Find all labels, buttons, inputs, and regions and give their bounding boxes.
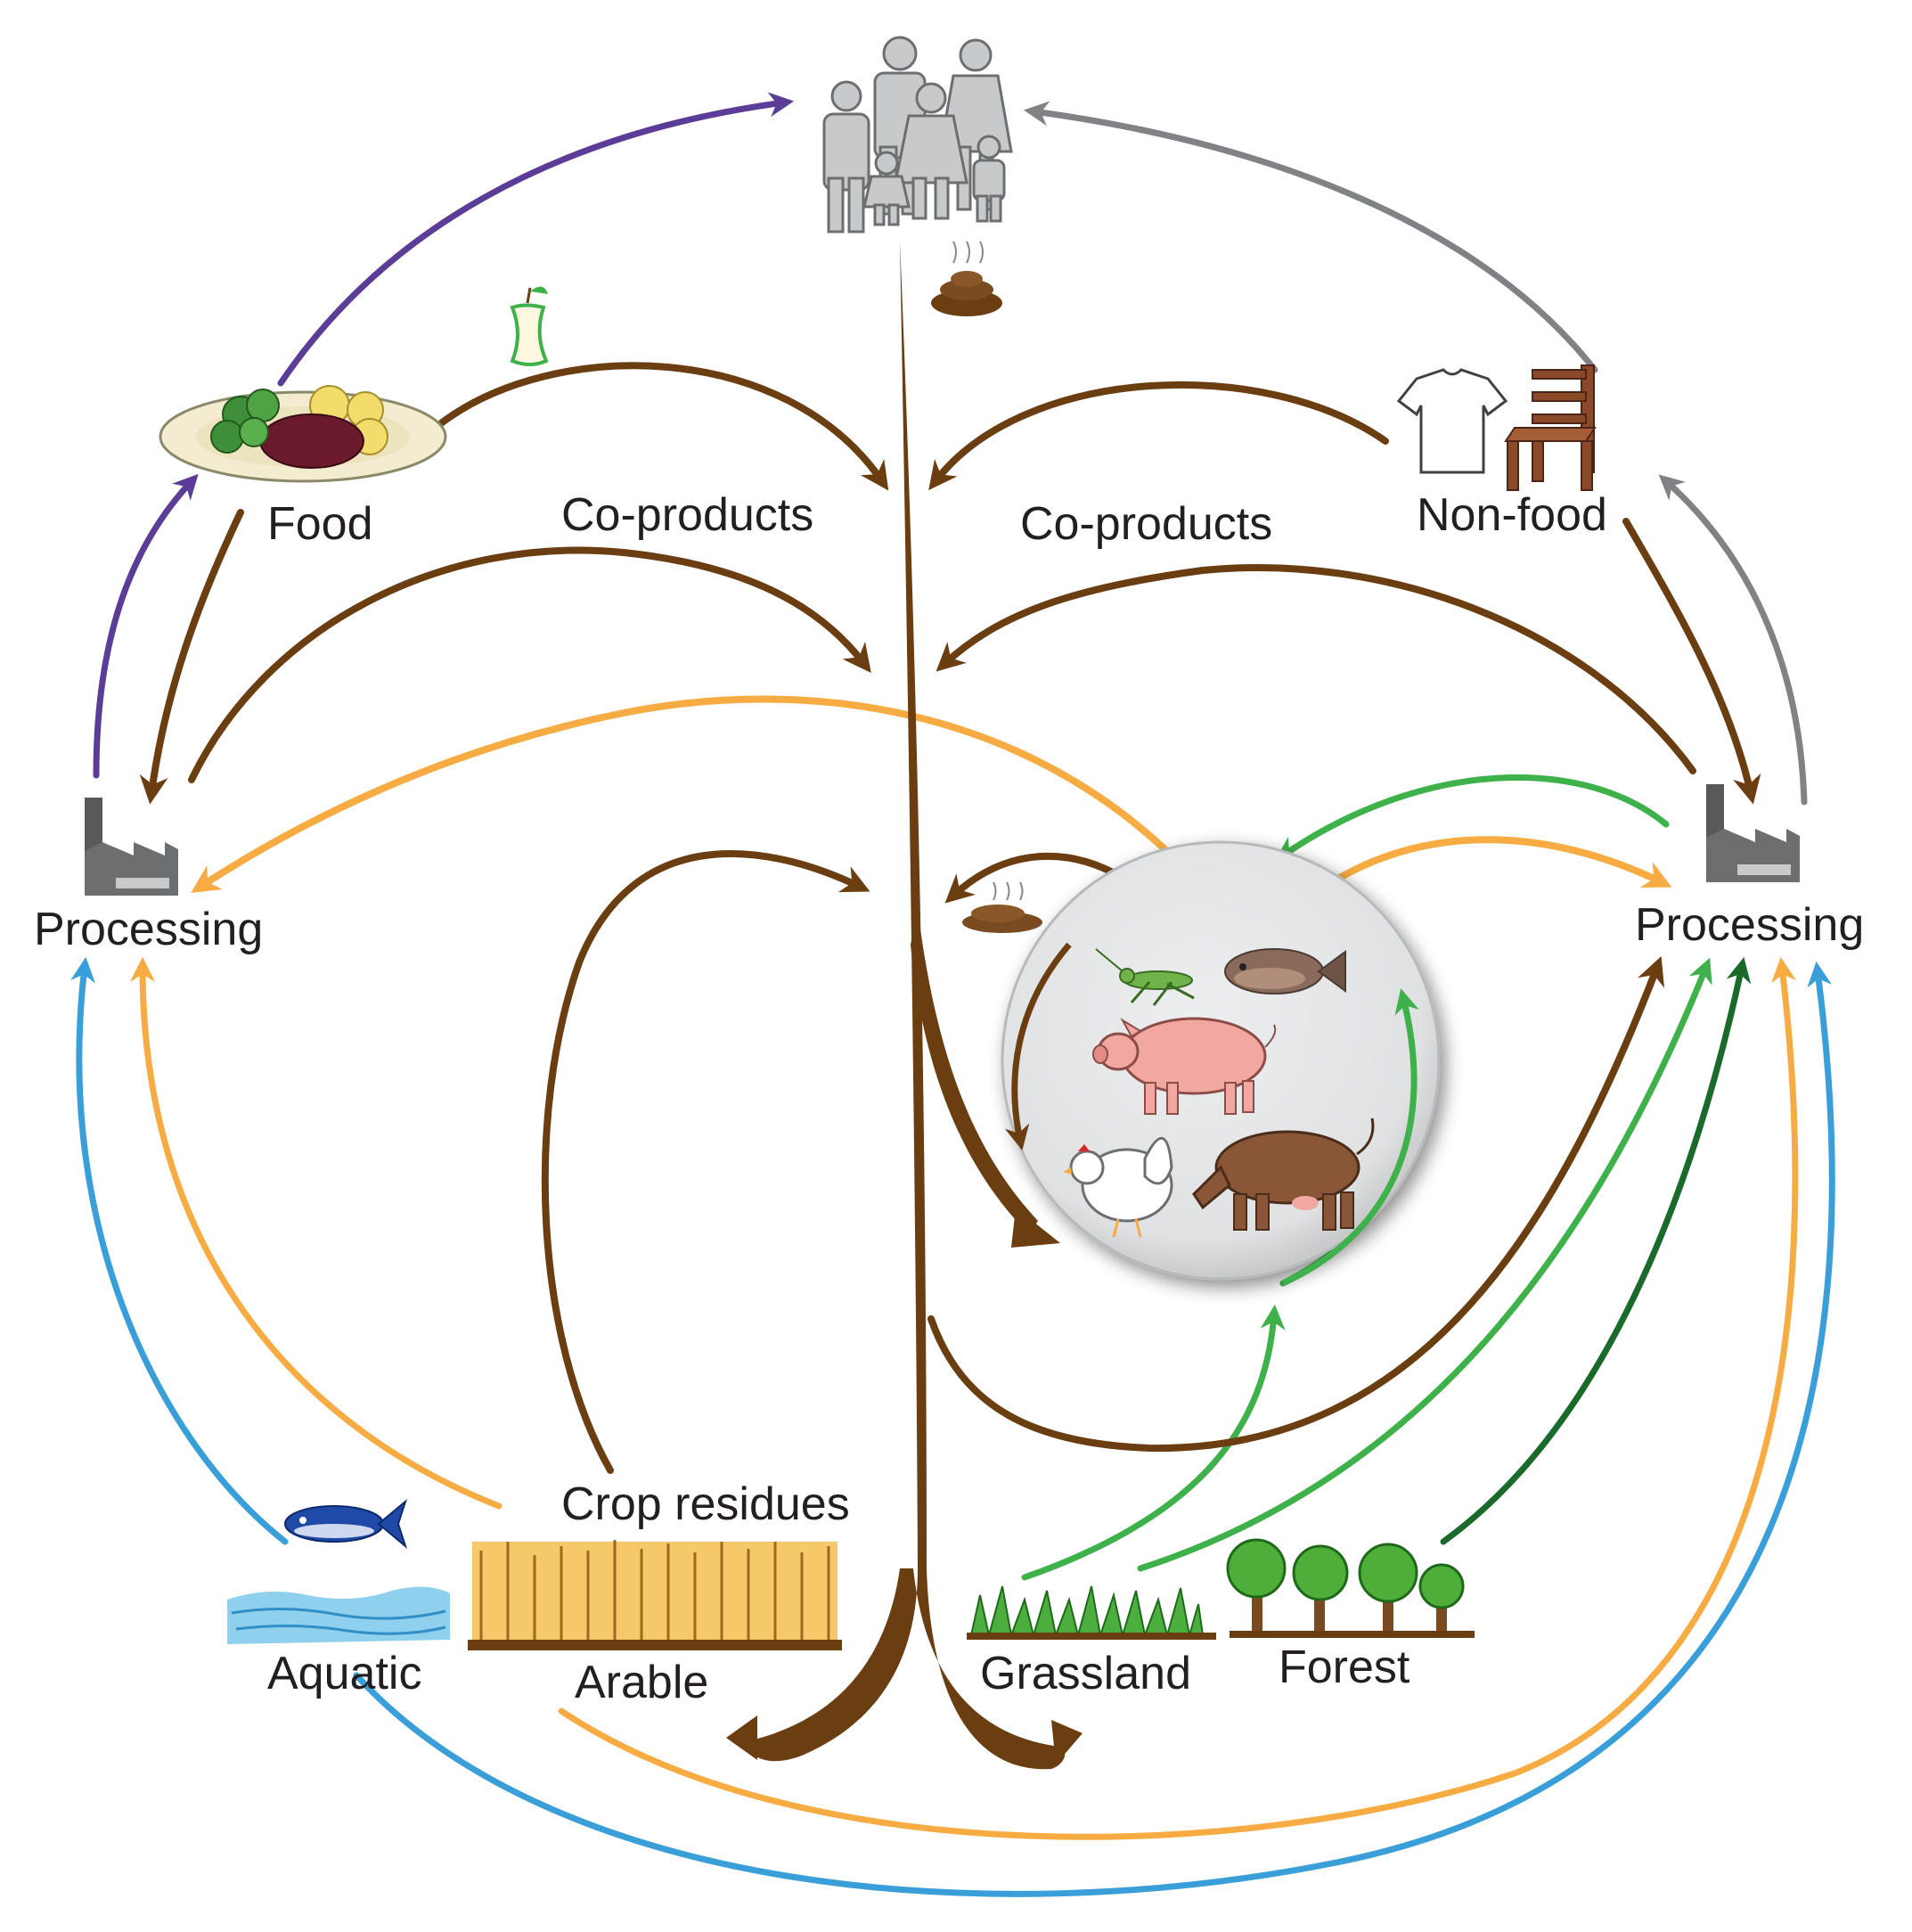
livestock-circle xyxy=(1001,840,1441,1287)
arrow-right-processing-coproducts xyxy=(936,564,1696,774)
arrow-livestock-to-left-processing xyxy=(191,695,1189,893)
stem-arrowhead-grassland xyxy=(1051,1720,1083,1764)
chicken-icon xyxy=(1063,1137,1173,1238)
trees-icon xyxy=(1226,1538,1475,1638)
label-processing-right: Processing xyxy=(1635,899,1864,951)
stem-arrowhead-arable xyxy=(726,1715,757,1760)
arrow-forest-to-right-processing xyxy=(1440,957,1752,1545)
tuna-icon xyxy=(284,1499,407,1549)
label-arable: Arable xyxy=(575,1657,708,1708)
arrow-food-to-people xyxy=(277,92,795,387)
arrow-nonfood-coproducts xyxy=(928,381,1389,491)
label-crop-residues: Crop residues xyxy=(561,1478,850,1530)
chair-icon xyxy=(1504,364,1597,491)
arrow-processing-to-nonfood xyxy=(1658,474,1808,806)
food-plate-icon xyxy=(159,385,447,483)
manure-icon-livestock xyxy=(962,881,1042,933)
fish-icon xyxy=(1224,948,1346,995)
water-icon xyxy=(227,1586,450,1644)
stem-arrowhead-livestock xyxy=(1011,1208,1060,1248)
apple-core-icon xyxy=(510,286,549,366)
recycling-stem xyxy=(726,241,1083,1770)
arrow-right-processing-to-livestock xyxy=(1274,774,1670,862)
label-co-products-right: Co-products xyxy=(1020,498,1272,550)
label-forest: Forest xyxy=(1279,1641,1410,1693)
grass-icon xyxy=(967,1585,1216,1640)
arrow-livestock-to-right-processing xyxy=(1315,836,1672,895)
arrow-processing-to-food xyxy=(93,473,199,779)
labels: Food Co-products Co-products Non-food Pr… xyxy=(34,489,1864,1708)
arrow-aquatic-to-left-processing xyxy=(70,956,289,1545)
arrow-aquatic-to-right-processing xyxy=(353,961,1835,1897)
arrow-crop-residues-to-stem xyxy=(541,850,870,1474)
arrow-manure-to-stem xyxy=(944,852,1126,904)
arrow-food-coproducts xyxy=(437,362,889,491)
stem-to-livestock xyxy=(911,909,1038,1234)
label-processing-left: Processing xyxy=(34,904,263,955)
arrow-livestock-loop xyxy=(1004,942,1072,1150)
arrow-grassland-to-right-processing xyxy=(1137,957,1712,1572)
tshirt-icon xyxy=(1396,368,1508,474)
outer-flow-arrows xyxy=(70,92,1835,1897)
label-food: Food xyxy=(267,498,373,550)
arrow-arable-to-left-processing xyxy=(130,956,503,1510)
label-grassland: Grassland xyxy=(980,1648,1191,1699)
factory-icon xyxy=(85,798,178,896)
arrow-food-to-processing xyxy=(139,509,244,805)
arrow-nonfood-to-people xyxy=(1023,101,1598,373)
arrow-grassland-to-livestock xyxy=(1021,1304,1286,1581)
label-co-products-left: Co-products xyxy=(561,489,813,541)
manure-icon xyxy=(931,241,1002,316)
arrow-left-processing-coproducts xyxy=(188,546,871,783)
arrow-stem-to-right-processing xyxy=(927,956,1665,1453)
co-product-arrows xyxy=(188,362,1696,1474)
factory-icon-right xyxy=(1706,784,1800,882)
arrow-arable-to-right-processing xyxy=(558,956,1799,1840)
arrow-nonfood-to-processing xyxy=(1622,518,1761,805)
cow-icon xyxy=(1192,1117,1375,1231)
pig-icon xyxy=(1092,1017,1277,1115)
label-aquatic: Aquatic xyxy=(267,1648,421,1699)
people-icon xyxy=(822,36,1013,233)
grasshopper-icon xyxy=(1095,948,1195,1006)
wheat-icon xyxy=(468,1540,842,1650)
label-non-food: Non-food xyxy=(1417,489,1607,541)
